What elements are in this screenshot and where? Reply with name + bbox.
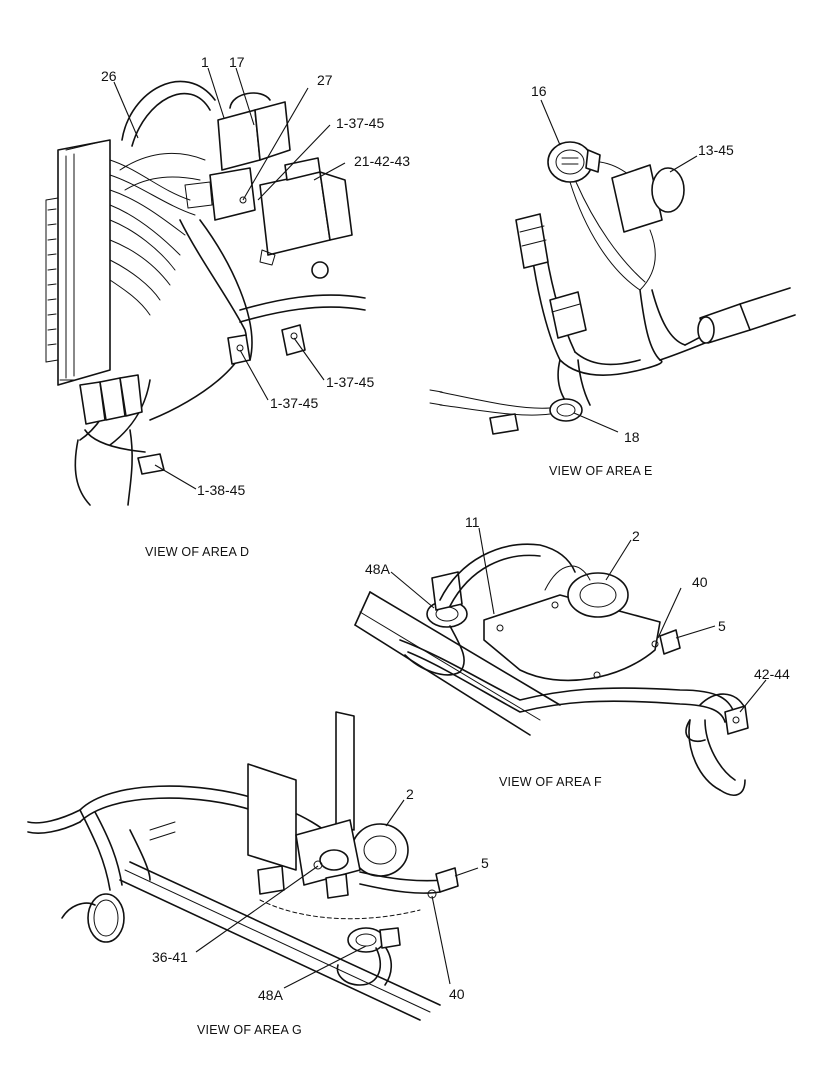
view-area-g: 2 5 36-41 48A 40 VIEW OF AREA G	[27, 711, 489, 1037]
callout-11: 11	[465, 514, 480, 530]
area-e-drawing	[429, 141, 796, 435]
callout-1-37-45-a: 1-37-45	[336, 115, 384, 131]
view-area-e: 16 13-45 18 VIEW OF AREA E	[429, 83, 796, 478]
callout-27: 27	[317, 72, 333, 88]
area-d-drawing	[45, 80, 366, 506]
area-d-leaders	[113, 67, 346, 490]
area-g-leaders	[195, 799, 479, 989]
caption-area-g: VIEW OF AREA G	[197, 1023, 302, 1037]
area-e-leaders	[540, 99, 698, 433]
view-area-f: 11 2 48A 40 5 42-44 VIEW OF AREA F	[354, 514, 790, 796]
callout-36-41: 36-41	[152, 949, 188, 965]
area-f-leaders	[390, 527, 767, 713]
callout-1-37-45-b: 1-37-45	[326, 374, 374, 390]
caption-area-d: VIEW OF AREA D	[145, 545, 249, 559]
caption-area-f: VIEW OF AREA F	[499, 775, 602, 789]
callout-16: 16	[531, 83, 547, 99]
callout-2-f: 2	[632, 528, 640, 544]
callout-21-42-43: 21-42-43	[354, 153, 410, 169]
callout-42-44: 42-44	[754, 666, 790, 682]
callout-48a-f: 48A	[365, 561, 391, 577]
caption-area-e: VIEW OF AREA E	[549, 464, 653, 478]
callout-40-f: 40	[692, 574, 708, 590]
area-f-drawing	[354, 543, 749, 796]
callout-2-g: 2	[406, 786, 414, 802]
callout-1-37-45-c: 1-37-45	[270, 395, 318, 411]
callout-5-f: 5	[718, 618, 726, 634]
callout-26: 26	[101, 68, 117, 84]
callout-17: 17	[229, 54, 245, 70]
callout-5-g: 5	[481, 855, 489, 871]
view-area-d: 26 1 17 27 1-37-45 21-42-43 1-37-45 1-37…	[45, 54, 410, 559]
callout-48a-g: 48A	[258, 987, 284, 1003]
area-g-drawing	[27, 711, 459, 1021]
callout-40-g: 40	[449, 986, 465, 1002]
callout-13-45: 13-45	[698, 142, 734, 158]
callout-1: 1	[201, 54, 209, 70]
callout-18: 18	[624, 429, 640, 445]
callout-1-38-45: 1-38-45	[197, 482, 245, 498]
